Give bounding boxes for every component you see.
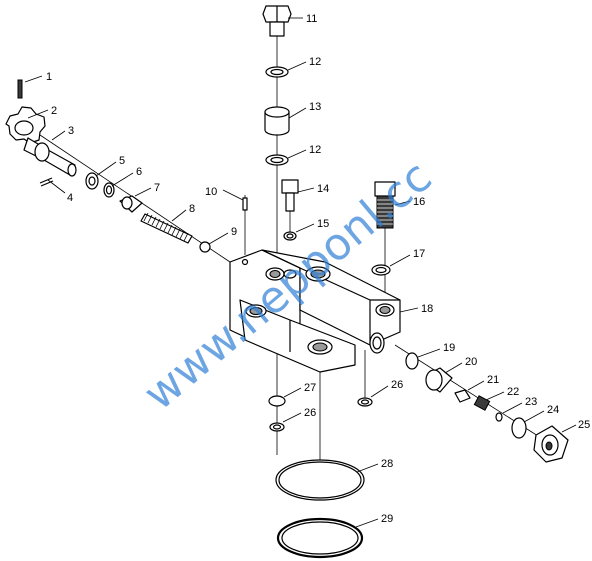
callout-29: 29 [381, 513, 393, 525]
callout-14: 14 [317, 183, 329, 195]
callout-27: 27 [304, 382, 316, 394]
part-spring-22 [473, 395, 491, 411]
part-oring-6 [103, 182, 115, 198]
callout-2: 2 [51, 105, 57, 117]
leader-lines [24, 17, 577, 528]
part-oring-28 [275, 459, 365, 501]
callout-12-top: 12 [309, 56, 321, 68]
part-oring-23 [495, 412, 503, 422]
part-ball-9 [199, 241, 211, 253]
callout-19: 19 [443, 342, 455, 354]
part-poppet-21 [454, 389, 471, 403]
callout-3: 3 [68, 125, 74, 137]
part-knob-2 [5, 106, 46, 144]
part-washer-12b [265, 154, 289, 166]
callout-28: 28 [381, 458, 393, 470]
part-washer-26-right [357, 397, 373, 407]
part-pin-10 [242, 197, 248, 211]
callout-7: 7 [154, 182, 160, 194]
callout-13: 13 [309, 101, 321, 113]
callout-6: 6 [136, 166, 142, 178]
part-washer-12a [265, 66, 289, 78]
part-washer-17 [371, 264, 391, 276]
callout-12-bottom: 12 [309, 144, 321, 156]
callout-25: 25 [578, 419, 590, 431]
callout-26-right: 26 [391, 379, 403, 391]
part-plug-25 [533, 425, 569, 463]
callout-16: 16 [413, 196, 425, 208]
part-backup-ring-29 [276, 517, 364, 559]
part-oring-19 [405, 352, 419, 370]
part-sleeve-13 [264, 106, 290, 136]
callout-17: 17 [413, 248, 425, 260]
part-washer-15 [283, 231, 297, 241]
part-needle-7 [119, 195, 143, 213]
callout-1: 1 [46, 71, 52, 83]
callout-4: 4 [67, 192, 73, 204]
callout-8: 8 [189, 203, 195, 215]
callout-22: 22 [507, 386, 519, 398]
part-valve-body-18 [229, 249, 401, 373]
callout-10: 10 [205, 186, 217, 198]
part-washer-5 [85, 172, 99, 190]
callout-20: 20 [465, 356, 477, 368]
callout-21: 21 [487, 374, 499, 386]
part-oring-24 [511, 417, 527, 439]
callout-numbers: 1 2 3 4 5 6 7 8 9 10 11 12 13 12 14 15 1… [46, 13, 590, 525]
part-washer-26-left [269, 422, 285, 432]
part-oring-27 [268, 395, 286, 407]
part-banjo-bolt-11 [262, 5, 292, 37]
callout-18: 18 [421, 303, 433, 315]
callout-24: 24 [547, 404, 559, 416]
callout-23: 23 [525, 396, 537, 408]
callout-11: 11 [306, 13, 317, 25]
callout-5: 5 [119, 155, 125, 167]
callout-26-left: 26 [304, 407, 316, 419]
part-bolt-16 [374, 181, 396, 229]
part-spring-8 [140, 212, 193, 244]
callout-15: 15 [317, 218, 329, 230]
part-pin-1 [17, 79, 23, 99]
part-seat-20 [425, 367, 453, 393]
part-stem-3 [23, 137, 77, 177]
callout-9: 9 [231, 226, 237, 238]
part-bolt-14 [281, 179, 299, 212]
